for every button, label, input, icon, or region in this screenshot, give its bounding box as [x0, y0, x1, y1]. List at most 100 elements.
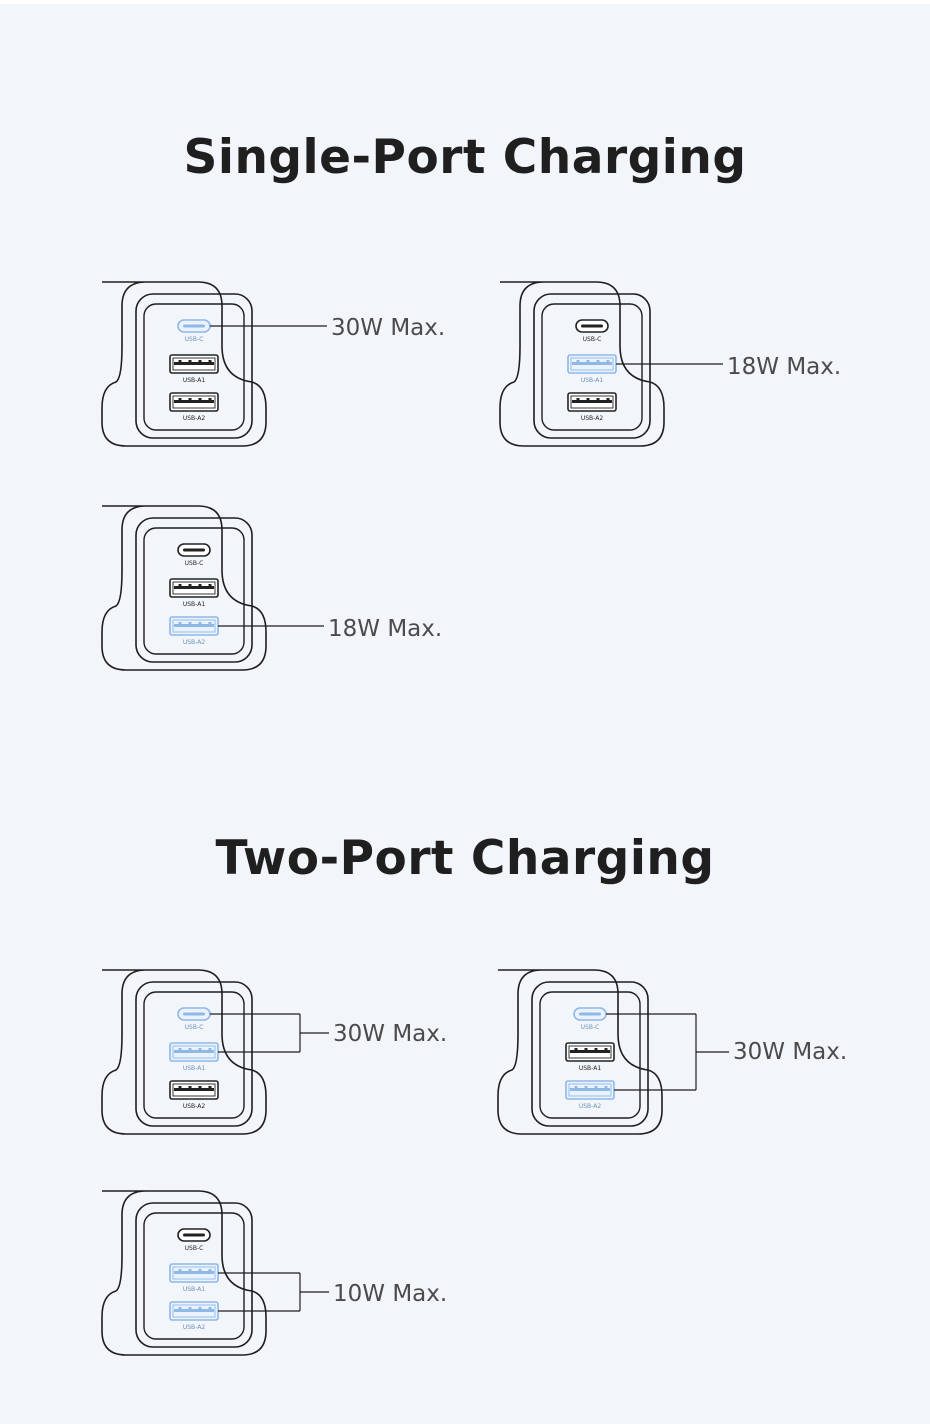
usb-a-port-pin [178, 1086, 182, 1088]
usb-a-port-inner [172, 1266, 216, 1280]
usb-a-port-pin [188, 1307, 192, 1309]
usb-a-port-tongue [174, 624, 214, 627]
page-background: Single-Port Charging Two-Port Charging U… [0, 4, 930, 1424]
usb-c-label: USB-C [581, 1024, 600, 1031]
usb-a-port-pin [178, 398, 182, 400]
usb-a-port-pin [198, 622, 202, 624]
usb-a-port-pin [198, 1307, 202, 1309]
charger-face-inner [143, 991, 245, 1119]
usb-a-port-pin [208, 398, 212, 400]
usb-a-port-tongue [174, 586, 214, 589]
charger-face-inner [539, 991, 641, 1119]
usb-a-port-inner [172, 619, 216, 633]
usb-a-port-pin [198, 584, 202, 586]
usb-a-port-inner [568, 1083, 612, 1097]
usb-a-port-pin [606, 398, 610, 400]
usb-a-port-pin [606, 360, 610, 362]
usb-a-port-pin [178, 360, 182, 362]
usb-a-port-inner [172, 581, 216, 595]
usb-a-port-inner [172, 1083, 216, 1097]
usb-c-port-tongue [183, 548, 205, 552]
usb-a-port-pin [178, 584, 182, 586]
usb-a-port-tongue [174, 362, 214, 365]
usb-a-port-tongue [570, 1088, 610, 1091]
usb-a-port-pin [188, 398, 192, 400]
usb-c-port-tongue [183, 324, 205, 328]
usb-a2-label: USB-A2 [183, 1103, 205, 1110]
usb-a-port-pin [178, 1307, 182, 1309]
usb-a-port-inner [172, 357, 216, 371]
usb-a-port-pin [188, 1269, 192, 1271]
usb-a-port-pin [188, 622, 192, 624]
power-label: 10W Max. [333, 1281, 447, 1307]
usb-a-port-pin [178, 1269, 182, 1271]
usb-a-port-pin [198, 1048, 202, 1050]
usb-a1-label: USB-A1 [183, 1286, 205, 1293]
usb-a-port-tongue [174, 1088, 214, 1091]
usb-c-port-tongue [183, 1233, 205, 1237]
usb-a-port-pin [188, 584, 192, 586]
usb-a-port-tongue [572, 362, 612, 365]
two-port-title: Two-Port Charging [215, 831, 715, 886]
charger-body-outline [499, 281, 665, 447]
usb-a-port-inner [172, 395, 216, 409]
usb-a2-label: USB-A2 [581, 415, 603, 422]
usb-a-port-pin [576, 360, 580, 362]
usb-a-port-pin [208, 1307, 212, 1309]
charger-face-inner [541, 303, 643, 431]
usb-a-port-pin [574, 1048, 578, 1050]
usb-a-port-tongue [572, 400, 612, 403]
charger-face-outline [135, 293, 253, 439]
usb-a-port-pin [584, 1086, 588, 1088]
usb-a2-label: USB-A2 [183, 639, 205, 646]
usb-a-port-pin [208, 360, 212, 362]
usb-a-port-pin [584, 1048, 588, 1050]
power-label: 30W Max. [333, 1021, 447, 1047]
usb-a-port-pin [198, 1086, 202, 1088]
charger-body-outline [101, 505, 267, 671]
usb-a1-label: USB-A1 [581, 377, 603, 384]
charger-face-inner [143, 1212, 245, 1340]
usb-a2-label: USB-A2 [579, 1103, 601, 1110]
charger-face-outline [135, 981, 253, 1127]
power-label: 18W Max. [727, 354, 841, 380]
usb-c-label: USB-C [185, 1245, 204, 1252]
usb-a-port-inner [570, 357, 614, 371]
usb-c-port-tongue [579, 1012, 601, 1016]
charger-face-outline [135, 517, 253, 663]
charger-body-outline [101, 1190, 267, 1356]
usb-a-port-pin [198, 360, 202, 362]
usb-a1-label: USB-A1 [579, 1065, 601, 1072]
usb-a-port-inner [568, 1045, 612, 1059]
power-label: 18W Max. [328, 616, 442, 642]
power-label: 30W Max. [733, 1039, 847, 1065]
usb-a-port-tongue [174, 1050, 214, 1053]
usb-a-port-pin [596, 398, 600, 400]
usb-a-port-pin [188, 1048, 192, 1050]
usb-a-port-tongue [174, 1309, 214, 1312]
usb-a-port-pin [208, 584, 212, 586]
usb-a-port-inner [570, 395, 614, 409]
usb-a-port-pin [604, 1086, 608, 1088]
power-label: 30W Max. [331, 315, 445, 341]
usb-a1-label: USB-A1 [183, 601, 205, 608]
usb-a-port-pin [586, 360, 590, 362]
usb-c-label: USB-C [185, 560, 204, 567]
charger-face-inner [143, 527, 245, 655]
charger-body-outline [497, 969, 663, 1135]
usb-c-port-tongue [183, 1012, 205, 1016]
usb-a-port-tongue [174, 1271, 214, 1274]
usb-a-port-tongue [570, 1050, 610, 1053]
usb-a1-label: USB-A1 [183, 1065, 205, 1072]
usb-a-port-pin [208, 622, 212, 624]
usb-a-port-pin [586, 398, 590, 400]
usb-a-port-pin [576, 398, 580, 400]
usb-a-port-pin [604, 1048, 608, 1050]
usb-a-port-tongue [174, 400, 214, 403]
usb-a1-label: USB-A1 [183, 377, 205, 384]
